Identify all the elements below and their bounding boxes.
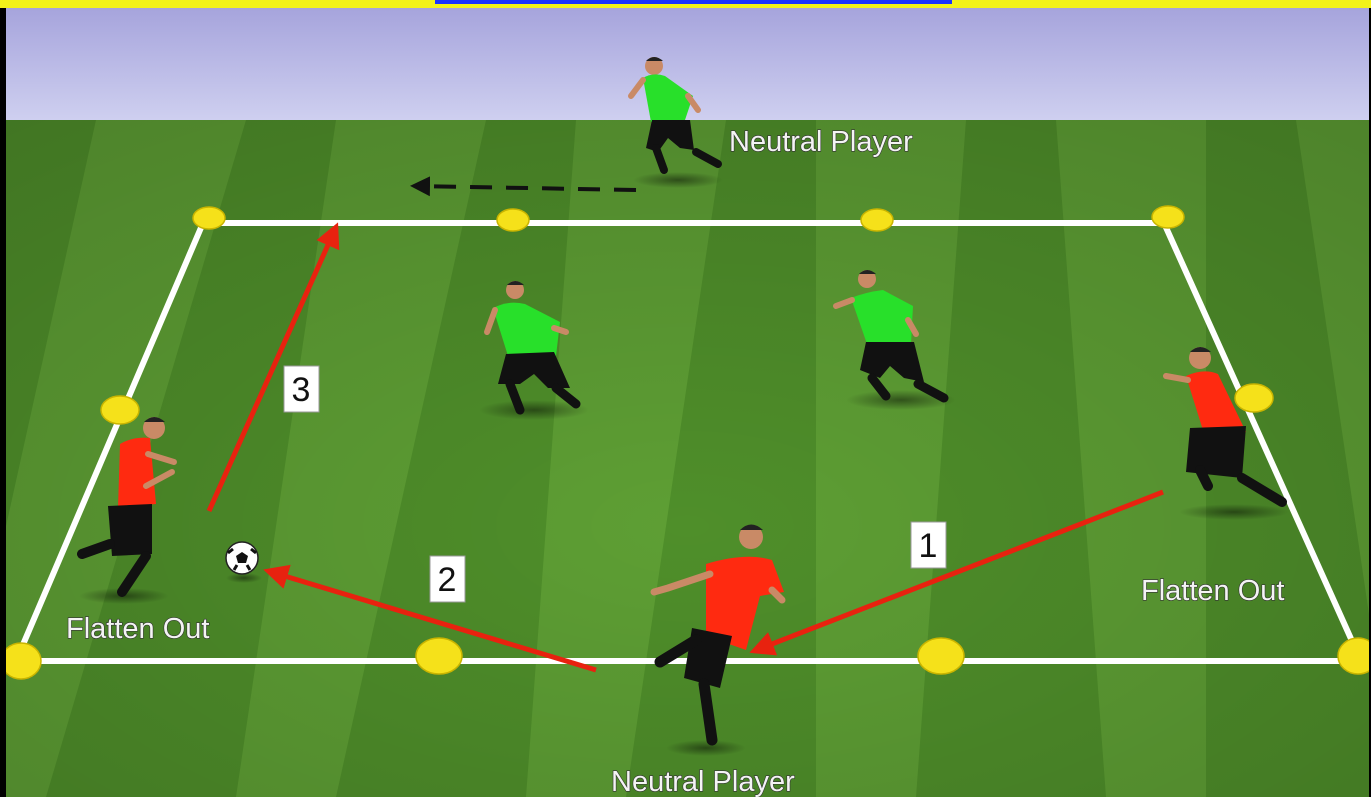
label-neutral-player-bottom: Neutral Player [611, 766, 795, 797]
label-flatten-out-right: Flatten Out [1141, 575, 1284, 607]
player-neutral-bottom [650, 524, 786, 756]
pass-arrow-2 [263, 564, 597, 673]
step-number-1: 1 [910, 521, 947, 569]
cone [192, 206, 226, 230]
drill-diagram: 3 2 1 [6, 8, 1369, 797]
cone [6, 642, 42, 680]
player-red-left [77, 417, 177, 604]
top-yellow-bar [0, 0, 1371, 8]
label-neutral-player-top: Neutral Player [729, 126, 913, 158]
pass-arrow-3 [206, 222, 340, 513]
svg-text:3: 3 [292, 371, 311, 409]
cone [496, 208, 530, 232]
cone [1151, 205, 1185, 229]
player-green-left [479, 281, 589, 420]
top-blue-progress-bar [435, 0, 952, 4]
soccer-ball [225, 541, 262, 583]
cone [1337, 637, 1369, 675]
cone [1234, 383, 1274, 413]
svg-text:1: 1 [919, 527, 938, 565]
step-number-3: 3 [283, 365, 320, 413]
svg-text:2: 2 [438, 561, 457, 599]
run-arrow [410, 176, 637, 197]
player-red-right [1163, 347, 1289, 520]
label-flatten-out-left: Flatten Out [66, 613, 209, 645]
cone [860, 208, 894, 232]
grass-pitch [6, 120, 1369, 797]
cone [415, 637, 463, 675]
player-neutral-top [628, 57, 723, 188]
drill-diagram-svg: 3 2 1 [6, 8, 1369, 797]
cone [100, 395, 140, 425]
cone [917, 637, 965, 675]
step-number-2: 2 [429, 555, 466, 603]
pass-arrow-1 [749, 489, 1164, 656]
player-green-right [833, 270, 956, 410]
cones [6, 205, 1369, 680]
